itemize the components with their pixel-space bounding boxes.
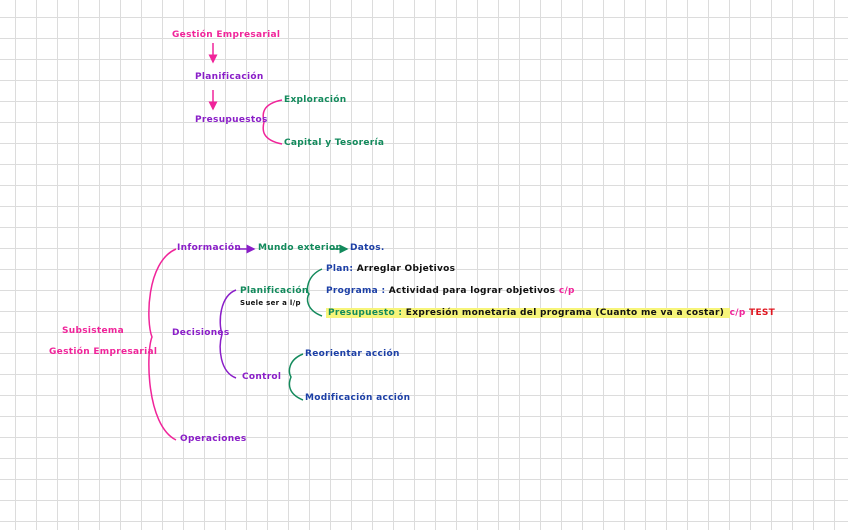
text-programa: Actividad para lograr objetivos — [388, 286, 556, 296]
tag-programa-cp: c/p — [558, 286, 575, 296]
node-planificacion-bottom: Planificación — [240, 286, 309, 296]
brace-planificacion — [306, 268, 323, 317]
node-mundo-exterior: Mundo exterior — [258, 243, 341, 253]
node-modificacion-accion: Modificación acción — [305, 393, 411, 403]
tag-test: TEST — [749, 308, 776, 318]
node-decisiones: Decisiones — [172, 328, 230, 338]
node-capital-tesoreria: Capital y Tesorería — [284, 138, 385, 148]
node-reorientar-accion: Reorientar acción — [305, 349, 400, 359]
label-plan: Plan: — [326, 264, 354, 274]
label-programa: Programa : — [326, 286, 386, 296]
brace-decisiones — [219, 289, 237, 379]
node-exploracion: Exploración — [284, 95, 347, 105]
row-programa: Programa : Actividad para lograr objetiv… — [326, 286, 575, 297]
node-gestion-empresarial: Gestión Empresarial — [49, 347, 158, 357]
title-gestion-empresarial: Gestión Empresarial — [172, 30, 281, 40]
brace-subsistema — [148, 248, 177, 441]
text-presupuesto: Expresión monetaria del programa (Cuanto… — [405, 308, 725, 318]
brace-control — [288, 353, 304, 401]
node-informacion: Información — [177, 243, 242, 253]
node-presupuestos: Presupuestos — [195, 115, 268, 125]
label-presupuesto: Presupuesto : — [328, 308, 403, 318]
tag-presupuesto-cp: c/p — [729, 308, 746, 318]
node-control: Control — [242, 372, 282, 382]
row-plan: Plan: Arreglar Objetivos — [326, 264, 455, 275]
node-planificacion: Planificación — [195, 72, 264, 82]
row-presupuesto: Presupuesto : Expresión monetaria del pr… — [326, 308, 775, 319]
node-subsistema: Subsistema — [62, 326, 124, 336]
text-plan: Arreglar Objetivos — [356, 264, 456, 274]
node-operaciones: Operaciones — [180, 434, 247, 444]
note-suele-ser-lp: Suele ser a l/p — [240, 299, 301, 307]
node-datos: Datos. — [350, 243, 385, 253]
brace-presupuestos — [262, 99, 283, 145]
